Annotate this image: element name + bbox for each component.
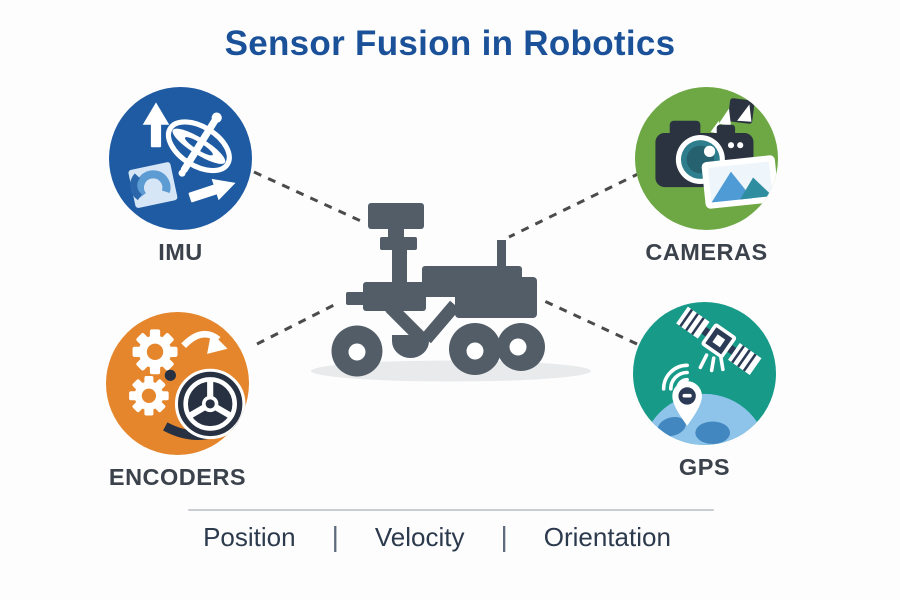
satellite-globe-icon	[641, 306, 767, 445]
output-position: Position	[203, 521, 296, 552]
rover-icon	[331, 203, 545, 377]
imu-circle	[109, 87, 252, 230]
sensor-node-cameras: CAMERAS	[635, 87, 778, 266]
curved-arrow-icon	[181, 330, 228, 354]
connector-imu	[253, 170, 364, 224]
gps-label: GPS	[678, 454, 731, 480]
earth-icon	[641, 393, 767, 445]
photo-icon	[701, 155, 778, 209]
connector-encoders	[256, 301, 339, 346]
separator-bar: |	[331, 521, 339, 552]
rover-camera-head	[368, 203, 424, 229]
location-pin-icon	[672, 381, 702, 426]
encoder-wheel-glyph	[163, 368, 246, 440]
sensor-node-gps: GPS	[633, 302, 776, 481]
fusion-outputs: Position | Velocity | Orientation	[0, 521, 887, 553]
encoders-label: ENCODERS	[108, 464, 247, 490]
gyroscope-icon	[128, 102, 236, 208]
gear-wheel-icon	[129, 329, 246, 440]
cameras-circle	[635, 87, 778, 230]
divider-line	[188, 509, 714, 511]
cameras-label: CAMERAS	[645, 239, 768, 265]
gps-circle	[633, 302, 776, 445]
separator-bar: |	[500, 521, 508, 552]
connector-lines	[253, 170, 641, 346]
imu-label: IMU	[158, 239, 203, 265]
connector-cameras	[508, 171, 641, 239]
signal-beams-icon	[698, 353, 725, 373]
sensor-node-imu: IMU	[109, 87, 252, 266]
output-velocity: Velocity	[374, 521, 465, 552]
gyroscope-glyph	[165, 112, 232, 177]
camera-icon	[655, 98, 778, 209]
rotation-cube-icon	[128, 162, 178, 208]
up-arrow-icon	[142, 102, 170, 148]
satellite-icon	[676, 306, 762, 375]
sensor-node-encoders: ENCODERS	[106, 312, 249, 491]
rover-antenna	[497, 240, 506, 270]
rover-front-arm	[346, 292, 367, 305]
page-title: Sensor Fusion in Robotics	[224, 24, 676, 63]
rotate-arrow-icon	[188, 178, 236, 203]
output-orientation: Orientation	[543, 521, 671, 552]
connector-gps	[539, 297, 638, 346]
encoders-circle	[106, 312, 249, 455]
